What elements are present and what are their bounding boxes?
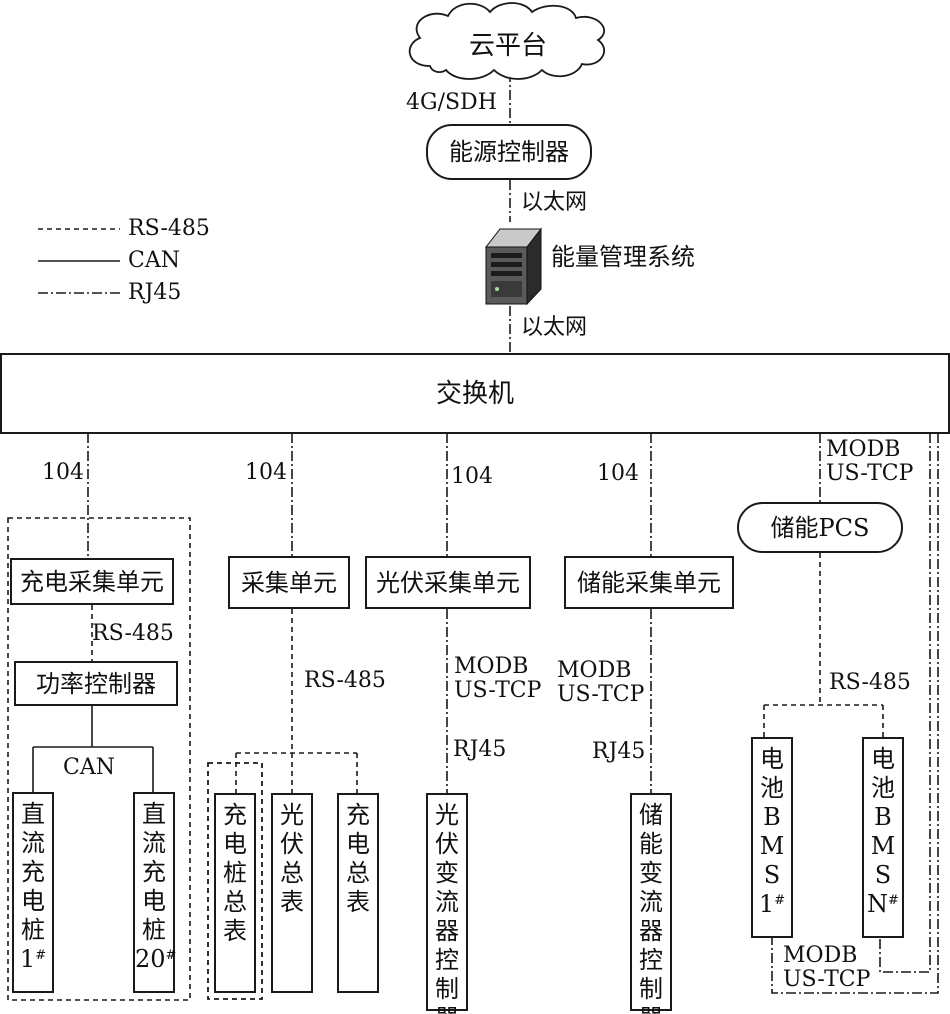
meter-rs485-bus: [235, 752, 358, 793]
meter-group-frame: [207, 762, 263, 1000]
storage-pcs: 储能PCS: [737, 502, 903, 553]
link-4g-sdh-label: 4G/SDH: [406, 90, 497, 115]
storage-converter-controller: 储 能 变 流 器 控 制 器: [630, 793, 672, 1014]
pv-total-meter: 光 伏 总 表: [271, 793, 313, 993]
energy-controller: 能源控制器: [426, 124, 592, 180]
cloud-platform-label: 云平台: [468, 31, 547, 61]
charge-collector-unit: 充电采集单元: [10, 558, 174, 605]
ethernet-label-top: 以太网: [521, 190, 588, 215]
storage-rj45-label: RJ45: [592, 739, 646, 764]
legend-can-label: CAN: [128, 248, 180, 273]
legend-rj45-label: RJ45: [128, 280, 182, 305]
ems-label: 能量管理系统: [551, 243, 695, 271]
legend-rs485-label: RS-485: [128, 216, 210, 241]
bms-modbus-outer: [771, 433, 939, 994]
charging-pile-total-meter: 充 电 桩 总 表: [214, 793, 256, 993]
ethernet-label-bottom: 以太网: [521, 315, 588, 340]
meter-rs485-label: RS-485: [304, 668, 386, 693]
pv-inverter-controller: 光 伏 变 流 器 控 制 器: [426, 793, 468, 1014]
storage-104-label: 104: [597, 461, 639, 486]
power-controller: 功率控制器: [14, 661, 178, 706]
dc-charging-pile-20: 直 流 充 电 桩 20#: [133, 792, 176, 993]
bms-modbus-label: MODB US-TCP: [783, 943, 871, 992]
pcs-modbus-label: MODB US-TCP: [826, 437, 914, 486]
bms-modbus-inner: [879, 433, 931, 973]
network-switch: 交换机: [0, 353, 950, 434]
pv-104-label: 104: [451, 464, 493, 489]
server-icon: [484, 227, 543, 306]
meter-104-label: 104: [245, 460, 287, 485]
bms-rs485-bus: [763, 704, 884, 737]
charge-group-frame: [7, 517, 191, 1001]
charge-can-bus: [32, 706, 154, 792]
pv-collector-unit: 光伏采集单元: [365, 556, 531, 609]
charging-total-meter: 充 电 总 表: [337, 793, 379, 993]
meter-collector-unit: 采集单元: [228, 556, 350, 609]
cloud-shape: [408, 2, 605, 80]
pv-modbus-label: MODB US-TCP: [454, 654, 542, 703]
battery-bms-n: 电 池 B M S N#: [862, 737, 904, 938]
dc-charging-pile-1: 直 流 充 电 桩 1#: [12, 792, 54, 993]
bms-rs485-label: RS-485: [829, 670, 911, 695]
storage-collector-unit: 储能采集单元: [564, 556, 734, 609]
charge-104-label: 104: [42, 460, 84, 485]
charge-can-label: CAN: [63, 755, 115, 780]
pv-rj45-label: RJ45: [453, 737, 507, 762]
storage-modbus-label: MODB US-TCP: [557, 658, 645, 707]
charge-rs485-label: RS-485: [92, 621, 174, 646]
battery-bms-1: 电 池 B M S 1#: [751, 737, 793, 938]
